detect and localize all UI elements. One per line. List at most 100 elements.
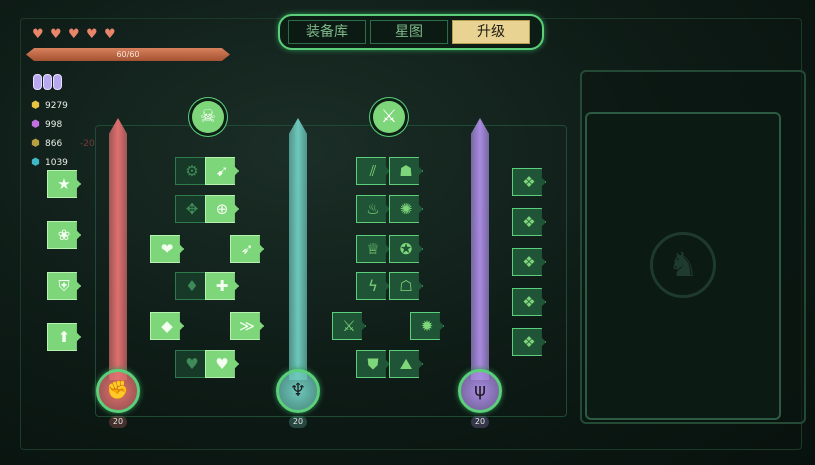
skill-card[interactable]: ⛊ <box>356 350 390 378</box>
skill-card[interactable]: ⊕ <box>205 195 239 223</box>
drop-plus-icon: ✚ <box>215 277 229 295</box>
lightning-icon: ϟ <box>368 277 378 295</box>
heart-icon: ♥ <box>50 27 62 42</box>
skill-card[interactable]: ≫ <box>230 312 264 340</box>
spears-icon: ➶ <box>240 240 254 258</box>
burst-icon: ✹ <box>420 317 434 335</box>
tab-bar: 装备库 星图 升级 <box>278 14 544 50</box>
diamond-up-icon: ◆ <box>161 317 173 335</box>
fist-icon: ✊ <box>106 380 130 401</box>
tree-teal-button[interactable]: ♆ <box>276 369 320 413</box>
skill-card[interactable]: ♨ <box>356 195 390 223</box>
crossed-swords-icon: ⚔ <box>342 317 356 335</box>
purple-gear-icon: ⬢ <box>31 119 40 130</box>
skill-card[interactable]: ⫽ <box>356 157 390 185</box>
skill-card[interactable]: ⛰ <box>389 350 423 378</box>
arrows-icon: ➹ <box>215 162 229 180</box>
skill-card[interactable]: ★ <box>47 170 81 198</box>
resource-item: ⬢ 866 <box>30 138 62 149</box>
skill-card[interactable]: ⚔ <box>332 312 366 340</box>
trophy-icon: ♕ <box>366 240 380 258</box>
heart-plus-icon: ♥ <box>215 355 229 373</box>
chevron-shield-icon: ⛊ <box>367 355 379 373</box>
resource-item: ⬢ 998 <box>30 119 62 130</box>
circuit-chip-icon: ⬢ <box>31 138 40 149</box>
skill-card[interactable]: ☗ <box>389 157 423 185</box>
knot-icon: ❖ <box>522 293 536 311</box>
skill-card[interactable]: ⛨ <box>47 272 81 300</box>
skill-card[interactable]: ❖ <box>512 168 546 196</box>
gear-star-icon: ✺ <box>399 200 413 218</box>
skill-card[interactable]: ✪ <box>389 235 423 263</box>
skill-card[interactable]: ❖ <box>512 248 546 276</box>
knot-icon: ❖ <box>522 253 536 271</box>
heart-dim-icon: ♥ <box>185 355 199 373</box>
skill-card[interactable]: ❤ <box>150 235 184 263</box>
skill-card[interactable]: ✹ <box>410 312 444 340</box>
skill-card[interactable]: ⚙ <box>175 157 209 185</box>
skill-card[interactable]: ϟ <box>356 272 390 300</box>
thermometer-purple <box>471 118 489 380</box>
skill-card[interactable]: ♥ <box>205 350 239 378</box>
crosshair-icon: ⊕ <box>215 200 229 218</box>
skill-card[interactable]: ✺ <box>389 195 423 223</box>
mountain-icon: ⛰ <box>399 355 413 373</box>
box-up-icon: ⬆ <box>57 328 71 346</box>
flower-icon: ❀ <box>57 226 71 244</box>
hp-text: 60/60 <box>116 50 140 59</box>
tree-level: 20 <box>109 416 127 428</box>
skill-card[interactable]: ✚ <box>205 272 239 300</box>
heart-icon: ♥ <box>104 27 116 42</box>
slash-icon: ⫽ <box>369 162 377 180</box>
skill-card[interactable]: ♕ <box>356 235 390 263</box>
tab-equipment[interactable]: 装备库 <box>288 20 366 44</box>
tree-level: 20 <box>471 416 489 428</box>
sword-emblem-icon: ⚔ <box>373 101 405 133</box>
resource-value: 9279 <box>45 100 68 111</box>
skill-card[interactable]: ◆ <box>150 312 184 340</box>
crosshair-dim-icon: ✥ <box>185 200 199 218</box>
resource-delta: -20 <box>80 139 95 149</box>
skill-card[interactable]: ❖ <box>512 328 546 356</box>
dragon-crest-icon: ♞ <box>650 232 716 298</box>
skill-card[interactable]: ✥ <box>175 195 209 223</box>
cyan-diamond-icon: ⬢ <box>31 157 40 168</box>
hp-bar: 60/60 <box>26 48 230 61</box>
skill-card[interactable]: ➹ <box>205 157 239 185</box>
skill-card[interactable]: ♦ <box>175 272 209 300</box>
resource-item: ⬢ 9279 <box>30 100 68 111</box>
heart-icon: ♥ <box>68 27 80 42</box>
medal-icon: ✪ <box>399 240 413 258</box>
skill-card[interactable]: ❖ <box>512 208 546 236</box>
energy-pill-icon <box>33 74 42 90</box>
skill-card[interactable]: ➶ <box>230 235 264 263</box>
resource-value: 998 <box>45 119 63 130</box>
star-icon: ★ <box>57 175 71 193</box>
tree-purple-button[interactable]: ψ <box>458 369 502 413</box>
resource-item: ⬢1039 <box>30 157 68 168</box>
demon-icon: ☗ <box>399 162 413 180</box>
resource-value: 866 <box>45 138 63 149</box>
gear-icon: ⚙ <box>185 162 199 180</box>
tab-upgrade[interactable]: 升级 <box>452 20 530 44</box>
skill-card[interactable]: ❖ <box>512 288 546 316</box>
tree-frame <box>95 125 567 417</box>
knot-icon: ❖ <box>522 173 536 191</box>
tree-level: 20 <box>289 416 307 428</box>
knot-icon: ❖ <box>522 333 536 351</box>
winged-sword-icon: ♆ <box>289 380 307 401</box>
tab-starmap[interactable]: 星图 <box>370 20 448 44</box>
skill-card[interactable]: ♥ <box>175 350 209 378</box>
hearts: ♥♥♥♥♥ <box>32 27 117 42</box>
skill-card[interactable]: ☖ <box>389 272 423 300</box>
tree-red-button[interactable]: ✊ <box>96 369 140 413</box>
claw-icon: ψ <box>474 380 486 401</box>
chevrons-icon: ≫ <box>239 317 255 335</box>
shield-wings-icon: ⛨ <box>58 277 70 295</box>
robot-icon: ☖ <box>399 277 413 295</box>
thermometer-red <box>109 118 127 380</box>
heart-icon: ♥ <box>86 27 98 42</box>
gold-star-coin-icon: ⬢ <box>31 100 40 111</box>
skill-card[interactable]: ❀ <box>47 221 81 249</box>
skill-card[interactable]: ⬆ <box>47 323 81 351</box>
